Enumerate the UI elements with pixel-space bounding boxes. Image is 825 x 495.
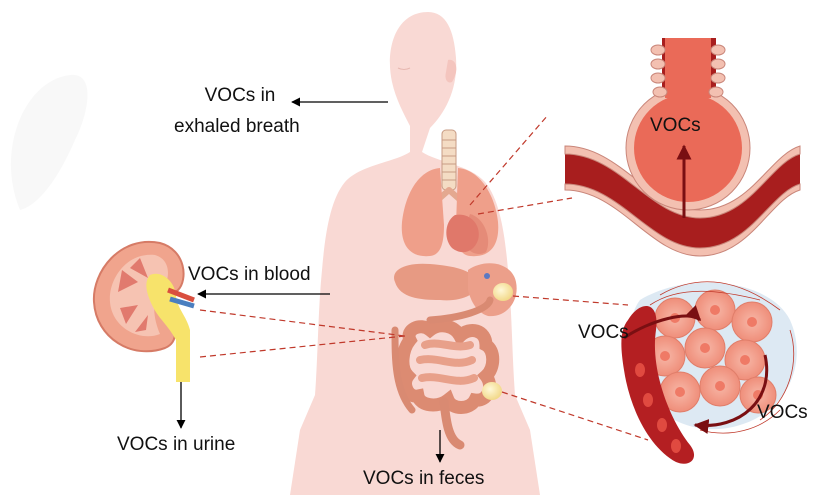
alveolus-vocs-label: VOCs bbox=[650, 115, 701, 137]
exhaled-breath-line1: VOCs in bbox=[186, 85, 294, 107]
alveolus-panel bbox=[565, 38, 800, 256]
feces-label: VOCs in feces bbox=[363, 468, 484, 490]
urine-label: VOCs in urine bbox=[117, 434, 235, 456]
blood-label: VOCs in blood bbox=[188, 264, 311, 286]
fat-nodule-lower bbox=[482, 382, 502, 400]
tissue-vocs-right-label: VOCs bbox=[757, 402, 808, 424]
tissue-vocs-left-label: VOCs bbox=[578, 322, 629, 344]
fat-nodule-upper bbox=[493, 283, 513, 301]
watermark bbox=[11, 75, 88, 210]
exhaled-breath-label-line2: exhaled breath bbox=[174, 116, 300, 138]
kidney bbox=[94, 242, 194, 382]
exhaled-breath-label: VOCs in bbox=[186, 85, 294, 107]
tissue-panel bbox=[621, 282, 796, 464]
